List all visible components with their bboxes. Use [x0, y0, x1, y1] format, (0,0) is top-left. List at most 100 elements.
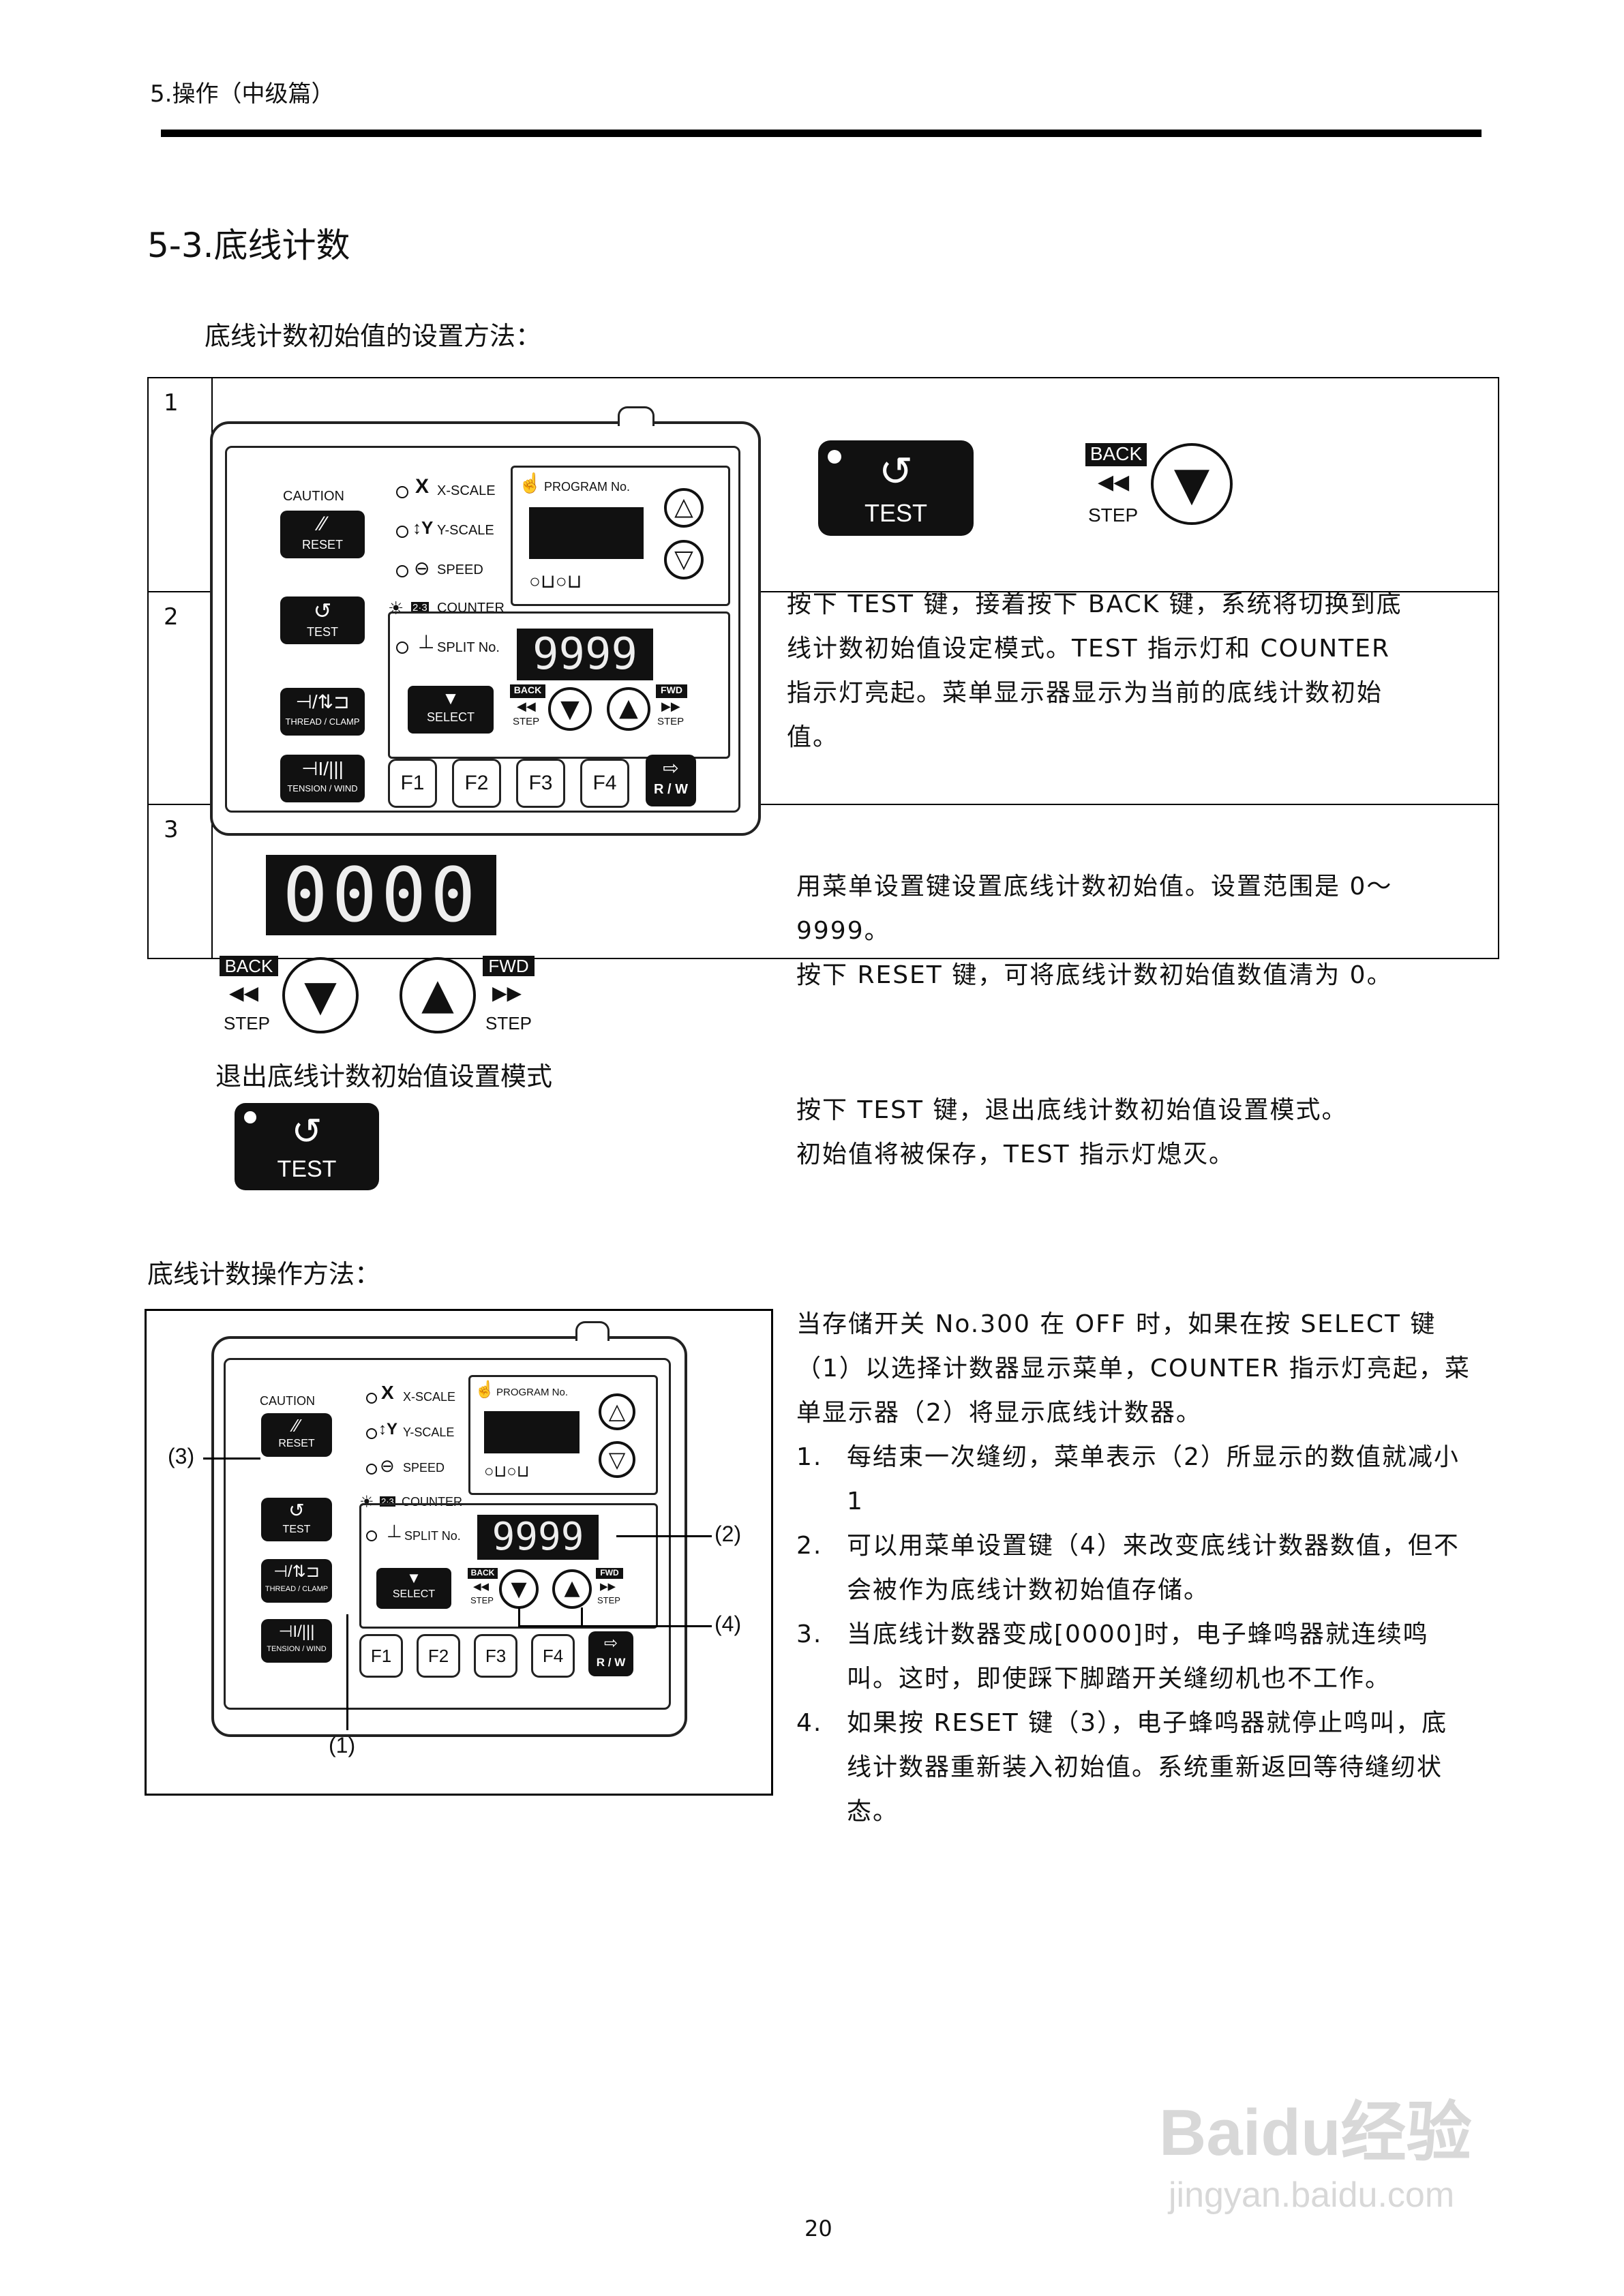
thread-clamp-button[interactable]: ⊣/⇅⊐THREAD / CLAMP — [280, 688, 365, 736]
counter-label: COUNTER — [402, 1495, 462, 1509]
step-label: STEP — [224, 1013, 270, 1033]
f3-button[interactable]: F3 — [474, 1634, 517, 1678]
operation-list: 1.每结束一次缝纫，菜单表示（2）所显示的数值就减小 1 2.可以用菜单设置键（… — [796, 1435, 1471, 1834]
test-label: TEST — [306, 625, 338, 639]
x-scale-icon: X — [381, 1382, 394, 1403]
control-panel: CAUTION ⁄⁄RESET ↺TEST ⊣/⇅⊐THREAD / CLAMP… — [211, 1321, 687, 1737]
step-number: 2 — [147, 591, 213, 805]
program-down-button[interactable]: ▽ — [664, 540, 704, 579]
program-icon: ☝ — [518, 472, 542, 494]
callout-3: (3) — [168, 1444, 195, 1468]
tension-wind-label: TENSION / WIND — [267, 1645, 327, 1653]
speed-led — [366, 1464, 377, 1475]
y-scale-icon: ↕Y — [378, 1420, 398, 1438]
step-label: STEP — [597, 1595, 620, 1605]
panel-tab — [618, 406, 655, 426]
step-label: STEP — [657, 716, 685, 727]
test-button[interactable]: ↺TEST — [261, 1498, 332, 1541]
counter-box: 9999 ▼SELECT BACK ◀◀ STEP ▼ ▲ FWD ▶▶ STE… — [359, 1503, 658, 1629]
x-scale-led — [366, 1393, 377, 1404]
speed-label: SPEED — [437, 562, 483, 577]
list-item: 1.每结束一次缝纫，菜单表示（2）所显示的数值就减小 1 — [796, 1435, 1471, 1524]
y-scale-led — [366, 1428, 377, 1439]
list-number: 3. — [796, 1620, 823, 1648]
program-down-button[interactable]: ▽ — [599, 1441, 635, 1478]
rw-button[interactable]: ⇨R / W — [646, 755, 696, 806]
callout-4-line — [518, 1625, 712, 1627]
watermark-url: jingyan.baidu.com — [1169, 2175, 1455, 2215]
step2-range: 用菜单设置键设置底线计数初始值。设置范围是 0～9999。 — [796, 873, 1393, 945]
fwd-label: FWD — [656, 684, 687, 698]
f1-button[interactable]: F1 — [388, 759, 437, 808]
f4-button[interactable]: F4 — [580, 759, 629, 808]
list-item: 3. 当底线计数器变成[0000]时，电子蜂鸣器就连续鸣叫。这时，即使踩下脚踏开关… — [796, 1612, 1471, 1701]
control-panel: CAUTION ⁄⁄RESET ↺TEST ⊣/⇅⊐THREAD / CLAMP… — [210, 406, 761, 836]
fwd-step-button[interactable]: ▲ — [552, 1569, 592, 1609]
thread-clamp-label: THREAD / CLAMP — [265, 1585, 329, 1593]
panel-inner: CAUTION ⁄⁄RESET ↺TEST ⊣/⇅⊐THREAD / CLAMP… — [224, 1358, 671, 1710]
step3-exit: 按下 TEST 键，退出底线计数初始值设置模式。 — [796, 1096, 1348, 1124]
f2-button[interactable]: F2 — [417, 1634, 460, 1678]
forward-icon: ▶▶ — [661, 699, 680, 713]
back-step-button[interactable]: ▼ — [548, 687, 592, 731]
callout-3-line — [203, 1457, 260, 1460]
tension-wind-button[interactable]: ⊣I/|||TENSION / WIND — [261, 1619, 332, 1663]
program-up-button[interactable]: △ — [599, 1393, 635, 1430]
reset-button[interactable]: ⁄⁄RESET — [280, 511, 365, 558]
tension-wind-button[interactable]: ⊣I/|||TENSION / WIND — [280, 755, 365, 802]
section-header: 5.操作（中级篇） — [150, 80, 335, 108]
test-label: TEST — [282, 1524, 311, 1535]
tension-wind-label: TENSION / WIND — [287, 783, 358, 794]
program-display — [529, 507, 644, 559]
back-key-large[interactable]: ▼ — [1151, 443, 1233, 525]
speed-icon: ⊖ — [414, 558, 430, 579]
f2-button[interactable]: F2 — [452, 759, 501, 808]
header-rule — [161, 130, 1482, 137]
step-label: STEP — [513, 716, 540, 727]
program-box: ☝ PROGRAM No. ○⊔○⊔ △ ▽ — [468, 1375, 658, 1495]
select-button[interactable]: ▼SELECT — [408, 686, 494, 734]
program-up-button[interactable]: △ — [664, 488, 704, 528]
rw-button[interactable]: ⇨R / W — [588, 1631, 633, 1676]
split-label: SPLIT No. — [437, 640, 500, 655]
callout-1-line — [346, 1614, 348, 1730]
thread-clamp-label: THREAD / CLAMP — [285, 716, 360, 727]
fwd-step-button[interactable]: ▲ — [607, 687, 650, 731]
step2-text: 用菜单设置键设置底线计数初始值。设置范围是 0～9999。 按下 RESET 键… — [796, 864, 1437, 997]
thread-clamp-button[interactable]: ⊣/⇅⊐THREAD / CLAMP — [261, 1559, 332, 1603]
rewind-icon: ◀◀ — [473, 1581, 490, 1592]
select-label: SELECT — [426, 710, 475, 724]
callout-2-line — [616, 1535, 712, 1537]
step3-saved: 初始值将被保存，TEST 指示灯熄灭。 — [796, 1141, 1235, 1168]
fwd-key-large[interactable]: ▲ — [400, 957, 476, 1033]
x-scale-label: X-SCALE — [403, 1390, 456, 1404]
test-key-large[interactable]: ↺ TEST — [818, 440, 974, 536]
back-label: BACK — [1085, 443, 1147, 466]
caution-label: CAUTION — [283, 489, 344, 504]
back-label: BACK — [220, 956, 278, 976]
forward-icon: ▶▶ — [600, 1581, 616, 1592]
operation-intro: 当存储开关 No.300 在 OFF 时，如果在按 SELECT 键（1）以选择… — [796, 1310, 1471, 1427]
program-label: PROGRAM No. — [496, 1387, 569, 1398]
select-button[interactable]: ▼SELECT — [376, 1568, 451, 1609]
program-icon: ☝ — [475, 1380, 495, 1399]
f1-button[interactable]: F1 — [359, 1634, 403, 1678]
test-button[interactable]: ↺TEST — [280, 596, 365, 644]
counter-display: 9999 — [517, 629, 653, 680]
split-label: SPLIT No. — [404, 1529, 461, 1543]
fwd-label: FWD — [596, 1568, 623, 1579]
f3-button[interactable]: F3 — [516, 759, 565, 808]
test-key-large[interactable]: ↺ TEST — [235, 1103, 379, 1190]
step-label: STEP — [1088, 504, 1139, 526]
rewind-icon: ◀◀ — [1098, 471, 1130, 494]
back-step-button[interactable]: ▼ — [499, 1569, 539, 1609]
page-number: 20 — [805, 2216, 832, 2241]
list-text: 当底线计数器变成[0000]时，电子蜂鸣器就连续鸣叫。这时，即使踩下脚踏开关缝纫… — [847, 1620, 1429, 1693]
f4-button[interactable]: F4 — [531, 1634, 575, 1678]
back-key-large[interactable]: ▼ — [282, 957, 359, 1033]
step-number: 1 — [147, 377, 213, 592]
program-display — [484, 1411, 580, 1453]
operation-heading: 底线计数操作方法： — [147, 1259, 381, 1289]
setup-subtitle: 底线计数初始值的设置方法： — [205, 321, 542, 351]
reset-button[interactable]: ⁄⁄RESET — [261, 1413, 332, 1457]
